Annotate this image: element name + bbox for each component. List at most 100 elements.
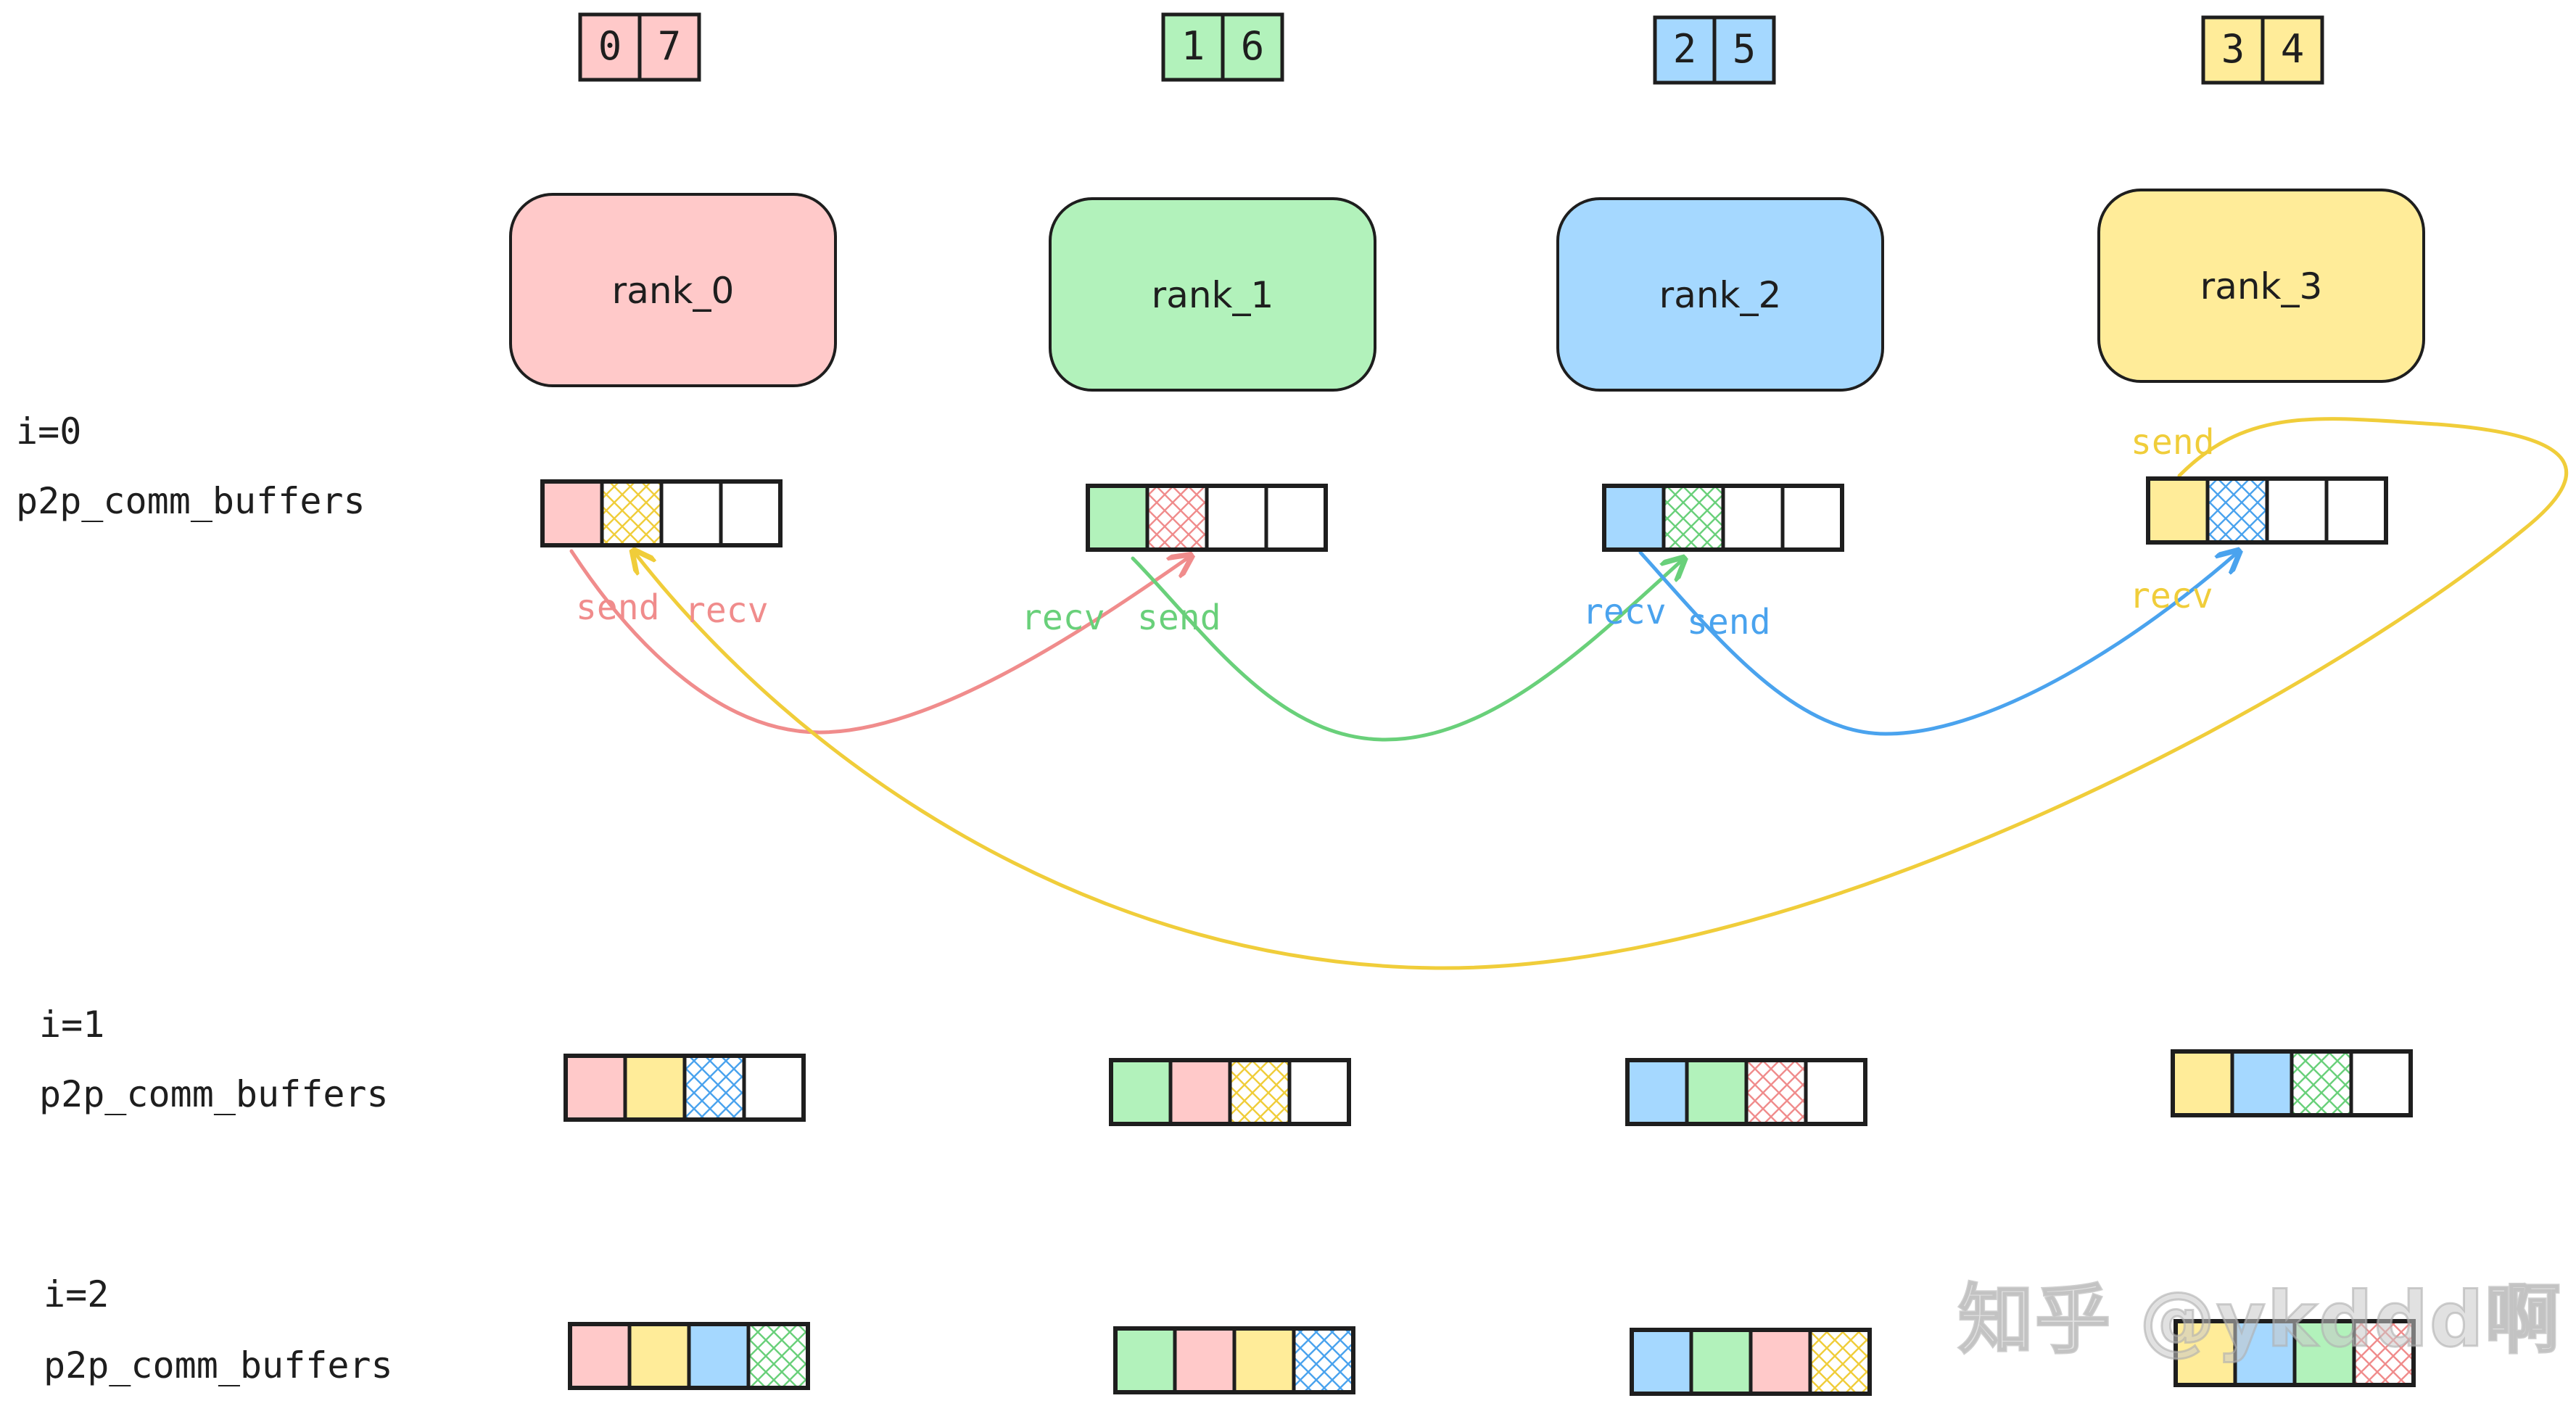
rank-box-bg — [1049, 197, 1376, 392]
send-label: send — [576, 587, 660, 628]
buffer-border — [1109, 1058, 1351, 1126]
chunk-label: 7 — [658, 23, 682, 69]
buffer-cell-filled — [566, 1056, 625, 1120]
iteration-label: i=0 — [16, 410, 81, 452]
buffer-label: p2p_comm_buffers — [39, 1073, 389, 1115]
buffer-cell-empty — [1806, 1060, 1865, 1124]
buffer-cell-incoming — [2292, 1051, 2351, 1115]
buffer-cell-filled — [629, 1324, 689, 1388]
buffer-cell-filled — [1115, 1328, 1175, 1392]
rank-box-bg — [509, 193, 837, 387]
recv-label: recv — [1582, 592, 1667, 632]
rank-label: rank_1 — [1152, 274, 1274, 316]
buffer-cell-empty — [2351, 1051, 2411, 1115]
buffer-cell-incoming — [2354, 1321, 2414, 1385]
buffer-border — [1113, 1326, 1355, 1394]
rank-label: rank_2 — [1659, 274, 1782, 316]
chunk-label: 6 — [1241, 23, 1265, 69]
buffer-cell-filled — [2295, 1321, 2354, 1385]
rank-box-0: rank_0 — [509, 193, 837, 387]
buffer-cell-filled — [1604, 486, 1664, 550]
buffer-cell-empty — [1783, 486, 1842, 550]
buffer-label: p2p_comm_buffers — [16, 480, 366, 522]
chunk-cell — [1161, 12, 1225, 82]
buffer-cell-filled — [2176, 1321, 2235, 1385]
buffer-border — [2146, 476, 2388, 545]
buffer-cell-empty — [1289, 1060, 1349, 1124]
rank-box-bg — [2097, 189, 2425, 383]
buffer-cell-incoming — [2208, 479, 2267, 542]
chunk-label: 1 — [1181, 23, 1205, 69]
buffer-cell-empty — [1207, 486, 1266, 550]
p2p-buffer-rank-0 — [540, 479, 783, 547]
recv-label: recv — [2129, 576, 2213, 616]
buffer-cell-filled — [542, 481, 602, 545]
p2p-buffer-rank-2 — [1625, 1058, 1867, 1126]
p2p-buffer-rank-2 — [1602, 484, 1844, 552]
p2p-buffer-rank-0 — [564, 1054, 806, 1122]
p2p-buffer-rank-3 — [2174, 1319, 2416, 1387]
p2p-buffer-rank-1 — [1109, 1058, 1351, 1126]
buffer-cell-empty — [2327, 479, 2386, 542]
chunk-cell — [2261, 15, 2324, 85]
p2p-buffer-rank-1 — [1113, 1326, 1355, 1394]
send-label: send — [2131, 422, 2215, 463]
rank-label: rank_0 — [612, 270, 735, 312]
send-recv-arrow-rank-1 — [1131, 558, 1683, 742]
buffer-cell-empty — [1266, 486, 1326, 550]
buffer-cell-empty — [2267, 479, 2327, 542]
buffer-cell-filled — [2235, 1321, 2295, 1385]
arrows-layer — [569, 417, 2569, 970]
buffer-cell-filled — [1234, 1328, 1294, 1392]
buffer-cell-filled — [1627, 1060, 1687, 1124]
buffer-cell-filled — [1751, 1330, 1810, 1394]
buffer-cell-filled — [1691, 1330, 1751, 1394]
buffer-cell-incoming — [1147, 486, 1207, 550]
buffer-cell-empty — [744, 1056, 804, 1120]
buffer-cell-filled — [1088, 486, 1147, 550]
iteration-label: i=1 — [39, 1004, 104, 1046]
rank-box-1: rank_1 — [1049, 197, 1376, 392]
buffer-cell-empty — [721, 481, 780, 545]
buffer-cell-filled — [689, 1324, 748, 1388]
buffer-cell-incoming — [748, 1324, 808, 1388]
buffer-cell-filled — [2232, 1051, 2292, 1115]
chunk-label: 0 — [598, 23, 622, 69]
send-label: send — [1137, 598, 1221, 638]
buffer-border — [1630, 1328, 1872, 1396]
buffer-border — [1086, 484, 1328, 552]
p2p-buffer-rank-3 — [2146, 476, 2388, 545]
buffer-cell-filled — [570, 1324, 629, 1388]
buffer-cell-empty — [1723, 486, 1783, 550]
buffer-cell-filled — [1632, 1330, 1691, 1394]
buffer-border — [2174, 1319, 2416, 1387]
rank-box-bg — [1556, 197, 1884, 392]
buffer-cell-filled — [625, 1056, 685, 1120]
watermark-text: 知乎 @ykddd啊 — [1957, 1275, 2562, 1365]
p2p-buffer-rank-0 — [568, 1322, 810, 1390]
buffer-cell-incoming — [1664, 486, 1723, 550]
buffer-cell-incoming — [1746, 1060, 1806, 1124]
buffer-cell-incoming — [602, 481, 661, 545]
chunk-label: 2 — [1673, 26, 1697, 72]
send-recv-arrow-rank-3 — [635, 417, 2569, 970]
buffer-border — [2171, 1049, 2413, 1117]
send-recv-arrow-rank-0 — [569, 549, 1189, 735]
buffer-border — [1602, 484, 1844, 552]
rank-box-3: rank_3 — [2097, 189, 2425, 383]
p2p-buffer-rank-3 — [2171, 1049, 2413, 1117]
rank-box-2: rank_2 — [1556, 197, 1884, 392]
buffer-cell-filled — [2148, 479, 2208, 542]
send-label: send — [1687, 602, 1771, 642]
iteration-label: i=2 — [44, 1273, 109, 1315]
buffer-cell-filled — [1171, 1060, 1230, 1124]
buffer-cell-incoming — [1230, 1060, 1289, 1124]
buffer-cell-incoming — [685, 1056, 744, 1120]
chunk-cell — [1712, 15, 1776, 85]
